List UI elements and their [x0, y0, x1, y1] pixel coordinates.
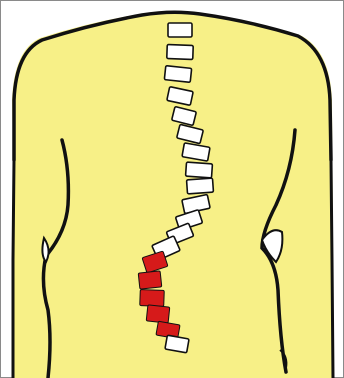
vertebra-affected	[146, 305, 170, 323]
vertebra-normal	[167, 45, 193, 60]
vertebra-normal	[164, 66, 191, 83]
vertebra-normal	[165, 335, 189, 353]
vertebra-affected	[140, 290, 165, 307]
vertebra-normal	[186, 162, 213, 178]
vertebra-normal	[168, 23, 192, 37]
left-arm-line	[13, 160, 14, 378]
vertebra-affected	[138, 271, 162, 289]
vertebra-normal	[187, 178, 214, 194]
right-arm-line	[331, 160, 333, 378]
